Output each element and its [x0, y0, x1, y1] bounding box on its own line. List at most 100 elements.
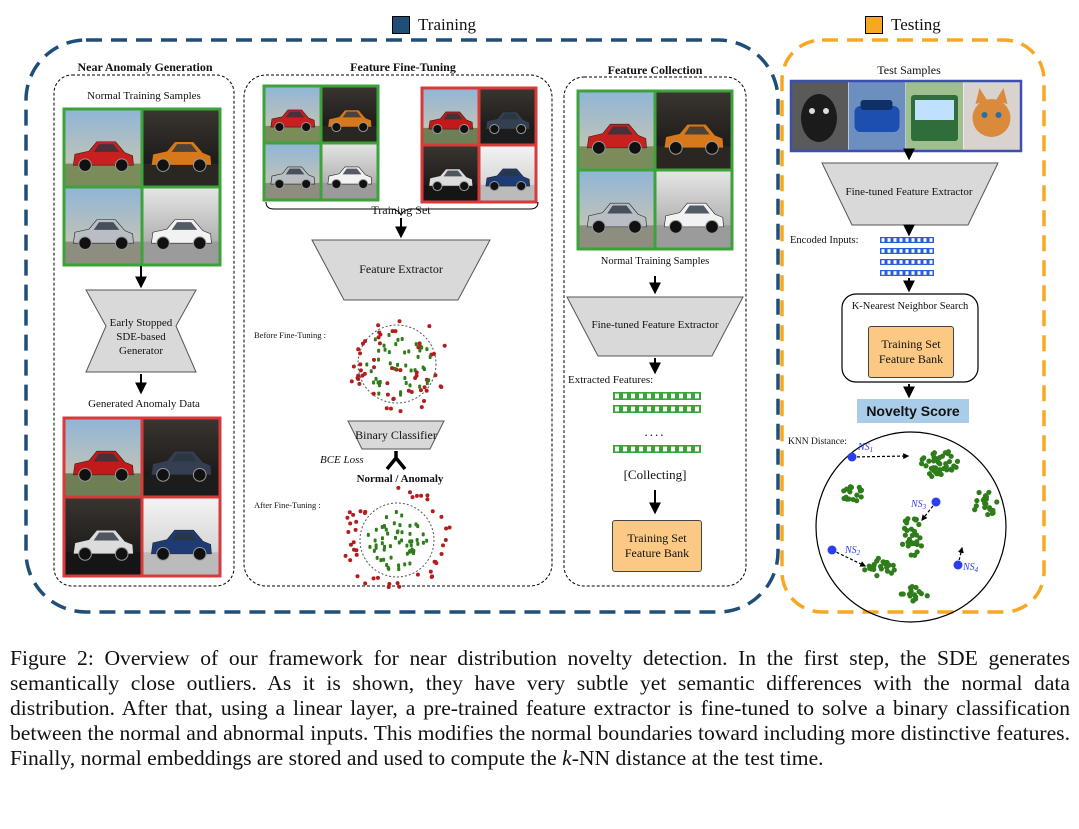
thumb-ground: [479, 184, 536, 202]
thumb-ground: [655, 225, 732, 249]
vector-cell: [905, 271, 909, 275]
car-window: [171, 144, 198, 152]
normal-point: [420, 345, 424, 350]
normal-feature-point: [982, 500, 988, 506]
test-point: [953, 560, 963, 570]
car-wheel: [301, 178, 312, 190]
vector-cell: [679, 393, 683, 399]
car-window: [171, 532, 198, 541]
normal-point: [400, 513, 404, 518]
normal-point: [365, 362, 369, 367]
normal-point: [374, 545, 378, 550]
thumb-ground: [578, 225, 655, 249]
thumb-ground: [64, 241, 142, 265]
anomaly-point: [439, 514, 444, 519]
normal-feature-point: [909, 532, 916, 538]
vector-cell: [887, 260, 891, 264]
normal-point: [389, 555, 393, 560]
normal-point: [375, 555, 379, 560]
vector-cell: [911, 271, 915, 275]
car-window: [684, 205, 710, 214]
normal-feature-point: [930, 451, 936, 457]
binary-classifier-label: Binary Classifier: [355, 428, 437, 442]
car-window: [342, 111, 362, 118]
thumb-ground: [578, 146, 655, 170]
vector-cell: [671, 446, 675, 452]
collection-normal-label: Normal Training Samples: [600, 256, 710, 267]
anomaly-point: [384, 406, 389, 411]
car-window: [684, 126, 710, 135]
cat-eye: [995, 112, 1002, 118]
normal-point: [394, 510, 398, 515]
anomaly-point: [410, 495, 415, 500]
normal-point: [409, 368, 413, 373]
normal-point: [400, 538, 404, 543]
anomaly-point: [442, 343, 447, 348]
car-wheel: [331, 178, 342, 190]
normal-point: [416, 524, 420, 529]
vector-cell: [887, 238, 891, 242]
thumb-border: [653, 168, 734, 251]
vector-cell: [917, 271, 921, 275]
normal-point: [392, 521, 396, 526]
normal-point: [403, 562, 407, 567]
normal-point: [418, 348, 422, 353]
vector-cell: [671, 406, 675, 412]
car-window: [93, 532, 120, 541]
thumb-ground: [321, 182, 378, 200]
car-wheel: [301, 121, 312, 133]
vector-cell: [887, 249, 891, 253]
normal-point: [369, 369, 373, 374]
car-wheel: [516, 180, 527, 192]
normal-feature-point: [936, 467, 942, 473]
knn-distance-arrow: [921, 501, 937, 521]
thumb-border: [319, 141, 380, 202]
dog-eye: [823, 108, 829, 114]
ns-subscript: 1: [870, 446, 874, 454]
normal-point: [425, 538, 429, 543]
anomaly-point: [419, 493, 424, 498]
anomaly-point: [443, 538, 448, 543]
normal-point: [400, 530, 404, 535]
normal-point: [428, 355, 432, 360]
normal-point: [394, 342, 398, 347]
normal-feature-point: [913, 594, 919, 600]
before-fine-tuning-label: Before Fine-Tuning :: [254, 330, 326, 340]
car-wheel: [114, 468, 129, 482]
normal-point: [403, 376, 407, 381]
car-wheel: [432, 123, 443, 135]
vector-cell: [631, 406, 635, 412]
vector-cell: [905, 249, 909, 253]
after-fine-tuning-label: After Fine-Tuning :: [254, 500, 321, 510]
normal-point: [386, 531, 390, 536]
car-shape: [854, 106, 900, 132]
normal-feature-point: [937, 461, 943, 467]
anomaly-point: [357, 381, 362, 386]
normal-feature-point: [916, 589, 922, 595]
vector-cell: [695, 446, 699, 452]
normal-feature-point: [943, 463, 949, 470]
normal-point: [396, 337, 400, 342]
normal-feature-point: [862, 567, 868, 573]
anomaly-point: [377, 341, 382, 346]
thumb-ground: [655, 146, 732, 170]
normal-point: [377, 391, 381, 396]
car-window: [342, 168, 362, 175]
normal-point: [378, 380, 382, 385]
normal-feature-point: [858, 494, 864, 500]
normal-feature-point: [932, 465, 939, 471]
normal-feature-point: [914, 549, 920, 555]
vector-cell: [623, 406, 627, 412]
anomaly-point: [377, 330, 382, 335]
anomaly-point: [433, 373, 438, 378]
anomaly-point: [348, 521, 353, 526]
normal-feature-point: [884, 568, 891, 574]
training-frame: [24, 38, 780, 614]
test-point: [847, 452, 857, 462]
normal-point: [407, 349, 411, 354]
car-wheel: [489, 123, 500, 135]
anomaly-point: [416, 345, 421, 350]
anomaly-point: [390, 366, 395, 371]
normal-feature-point: [908, 526, 915, 532]
